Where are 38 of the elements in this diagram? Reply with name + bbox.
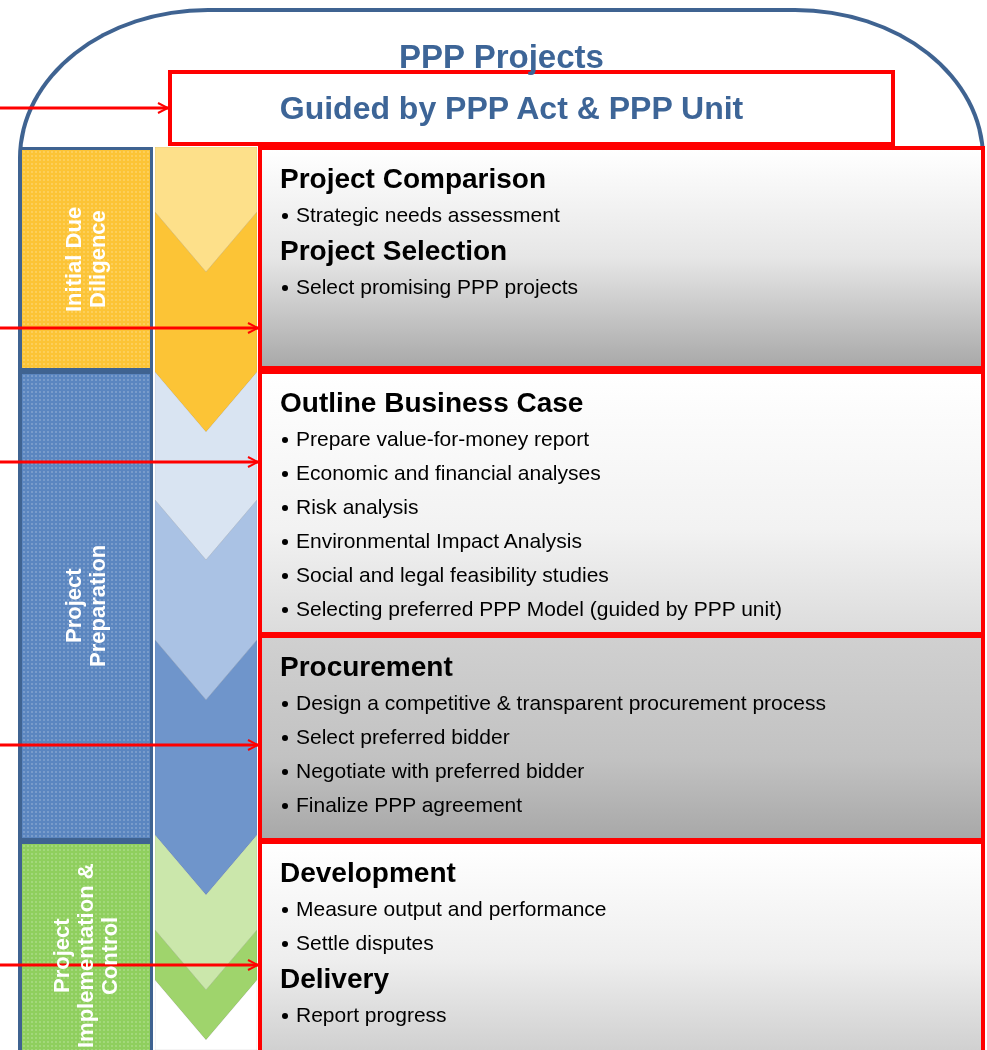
arrow: [0, 739, 259, 751]
phase-band: [19, 147, 153, 371]
bullet-text: Negotiate with preferred bidder: [280, 754, 585, 788]
bullet-text: Report progress: [280, 998, 447, 1032]
phase-band: [19, 841, 153, 1050]
phase-label: Project Preparation: [61, 543, 111, 670]
bullet-text: Settle disputes: [280, 926, 434, 960]
stage-heading: Delivery: [280, 962, 389, 996]
bullet-text: Select promising PPP projects: [280, 270, 579, 304]
stage-box: [258, 370, 985, 636]
stage-heading: Project Selection: [280, 234, 508, 268]
stage-heading: Outline Business Case: [280, 386, 584, 420]
bullet-text: Economic and financial analyses: [280, 456, 601, 490]
arrow: [0, 456, 259, 468]
stage-box: [258, 634, 985, 842]
bullet-text: Finalize PPP agreement: [280, 788, 523, 822]
phase-label: Initial Due Diligence: [61, 205, 111, 314]
bullet-text: Design a competitive & transparent procurement process: [280, 686, 826, 720]
bullet-text: Risk analysis: [280, 490, 419, 524]
arrow: [0, 959, 259, 971]
bullet-text: Prepare value-for-money report: [280, 422, 589, 456]
rounded-frame: [18, 8, 985, 1050]
bullet-text: Select preferred bidder: [280, 720, 510, 754]
bullet-text: Measure output and performance: [280, 892, 607, 926]
stage-heading: Project Comparison: [280, 162, 547, 196]
banner-text: Guided by PPP Act & PPP Unit: [279, 89, 744, 127]
phase-label: Project Implementation & Control: [49, 862, 123, 1050]
stage-heading: Procurement: [280, 650, 453, 684]
frame-title: PPP Projects: [398, 38, 605, 76]
bullet-text: Selecting preferred PPP Model (guided by PPP unit): [280, 592, 782, 626]
arrow: [0, 102, 169, 114]
bullet-text: Strategic needs assessment: [280, 198, 560, 232]
stage-heading: Development: [280, 856, 456, 890]
phase-band: [19, 371, 153, 841]
bullet-text: Environmental Impact Analysis: [280, 524, 582, 558]
stage-box: [258, 840, 985, 1050]
bullet-text: Social and legal feasibility studies: [280, 558, 609, 592]
arrow: [0, 322, 259, 334]
